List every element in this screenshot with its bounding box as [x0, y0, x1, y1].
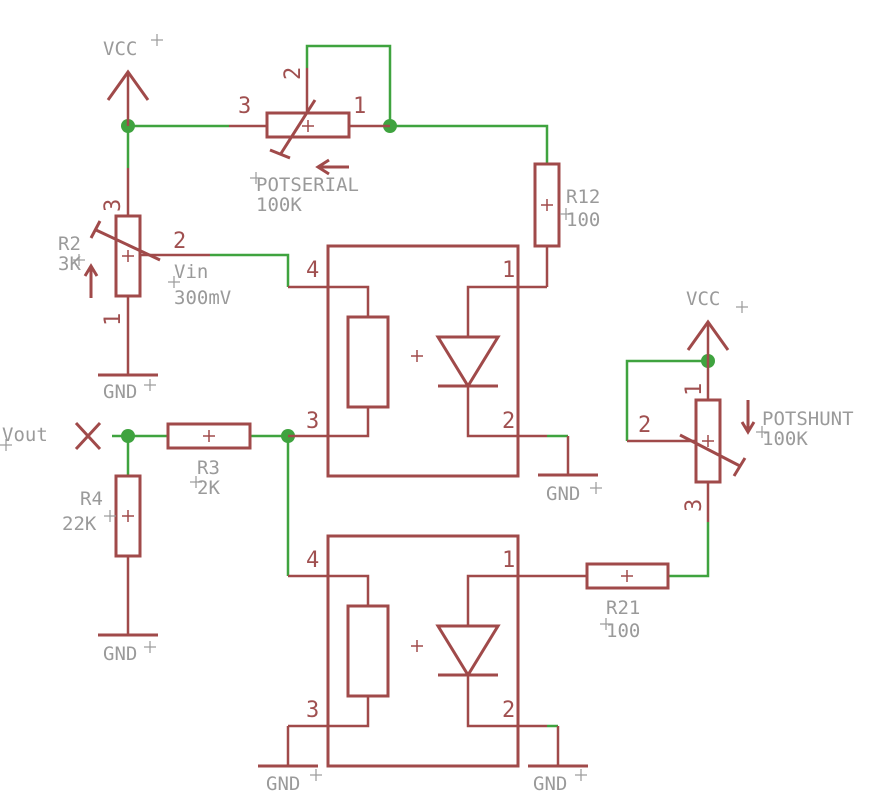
component-name: R3: [197, 457, 220, 479]
vin-source-label: Vin 300mV: [168, 261, 231, 309]
component-value: 2K: [197, 477, 220, 499]
vcc-label: VCC: [103, 38, 137, 60]
pin-number: 1: [502, 258, 515, 283]
net-r2-wiper-opto1: [210, 253, 290, 287]
r2-symbol: 3 1 2 R2 3K: [58, 168, 210, 374]
gnd-label: GND: [103, 643, 137, 665]
gnd-symbol: GND: [98, 373, 158, 403]
vout-label: Vout: [2, 424, 48, 446]
net-potshunt-wiper: [625, 359, 708, 441]
pin-number: 1: [682, 383, 707, 396]
potshunt-symbol: 1 3 2 POTSHUNT 100K: [627, 361, 854, 522]
component-value: 100: [566, 209, 600, 231]
pin-number: 2: [638, 413, 651, 438]
gnd-symbol: GND: [98, 556, 158, 665]
pin-number: 3: [306, 409, 319, 434]
component-name: Vin: [174, 261, 208, 283]
gnd-symbol: GND: [538, 436, 602, 505]
gnd-symbol: GND: [258, 726, 322, 795]
pin-number: 2: [502, 698, 515, 723]
pin-number: 1: [502, 548, 515, 573]
component-name: R4: [80, 488, 103, 510]
pin-number: 4: [306, 548, 319, 573]
component-name: POTSERIAL: [256, 174, 359, 196]
component-name: R12: [566, 186, 600, 208]
pin-number: 4: [306, 258, 319, 283]
optocoupler-2: 4 3 1 2: [288, 534, 587, 768]
gnd-symbol: GND: [528, 726, 588, 795]
vcc-label: VCC: [686, 288, 720, 310]
component-name: R21: [606, 597, 640, 619]
gnd-label: GND: [266, 773, 300, 795]
pin-number: 1: [101, 313, 126, 326]
r21-symbol: R21 100: [585, 562, 670, 642]
net-potserial-wiper: [305, 44, 392, 126]
component-name: R2: [58, 233, 81, 255]
component-name: POTSHUNT: [762, 408, 854, 430]
optocoupler-1: 4 3 1 2: [288, 244, 547, 478]
vout-terminal: Vout: [0, 421, 102, 451]
pin-number: 2: [502, 409, 515, 434]
component-value: 100K: [256, 194, 302, 216]
pin-number: 3: [306, 698, 319, 723]
vcc-symbol-left: VCC: [103, 34, 163, 126]
gnd-label: GND: [546, 483, 580, 505]
component-value: 100: [606, 620, 640, 642]
pin-number: 3: [238, 94, 251, 119]
gnd-label: GND: [103, 381, 137, 403]
pin-number: 3: [101, 199, 126, 212]
pin-number: 1: [353, 94, 366, 119]
net-potshunt-r21: [668, 522, 710, 578]
pin-number: 2: [281, 67, 306, 80]
component-value: 100K: [762, 428, 808, 450]
potserial-symbol: 3 1 2 POTSERIAL 100K: [229, 67, 390, 216]
vcc-symbol-right: VCC: [686, 288, 748, 361]
component-value: 22K: [62, 513, 97, 535]
junction-dot: [121, 429, 135, 443]
pin-number: 3: [682, 499, 707, 512]
component-value: 300mV: [174, 287, 231, 309]
component-value: 3K: [58, 253, 81, 275]
gnd-label: GND: [533, 773, 567, 795]
r12-symbol: R12 100: [533, 162, 600, 287]
pin-number: 2: [173, 229, 186, 254]
r4-symbol: R4 22K: [62, 474, 142, 558]
net-potserial-r12: [390, 124, 549, 164]
r3-symbol: R3 2K: [166, 422, 252, 499]
